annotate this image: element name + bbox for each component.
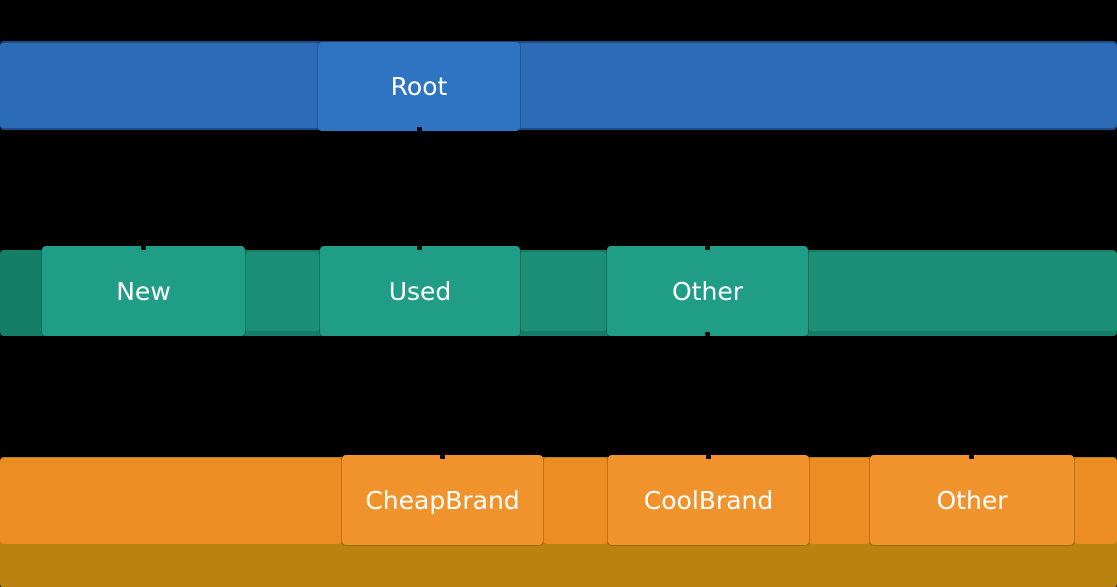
node-other-condition[interactable]: Other [607, 246, 808, 336]
node-label: Other [936, 485, 1008, 515]
node-root[interactable]: Root [318, 42, 520, 131]
level-1-band-segment [245, 252, 320, 331]
node-other-brand[interactable]: Other [870, 455, 1074, 545]
connector-stub [969, 455, 974, 459]
level-0-band [0, 43, 1117, 128]
connector-stub [705, 332, 710, 336]
level-1-band-segment [808, 252, 1117, 331]
level-2-band-segment [543, 458, 608, 544]
level-2-band-segment [1074, 458, 1117, 544]
connector-stub [706, 455, 711, 459]
level-2-band-segment [809, 458, 870, 544]
node-label: CheapBrand [365, 485, 520, 515]
node-label: CoolBrand [643, 485, 774, 515]
connector-stub [417, 127, 422, 132]
node-used[interactable]: Used [320, 246, 520, 336]
node-new[interactable]: New [42, 246, 245, 336]
node-cheapbrand[interactable]: CheapBrand [342, 455, 543, 545]
connector-stub [417, 246, 422, 250]
node-coolbrand[interactable]: CoolBrand [608, 455, 809, 545]
node-label: Root [390, 72, 448, 101]
connector-stub [440, 455, 445, 459]
level-1-band-segment [520, 252, 607, 331]
node-label: Used [388, 276, 452, 306]
node-label: New [116, 276, 171, 306]
connector-stub [705, 246, 710, 250]
connector-stub [141, 246, 146, 250]
node-label: Other [672, 276, 743, 306]
level-2-band-segment [0, 458, 342, 544]
